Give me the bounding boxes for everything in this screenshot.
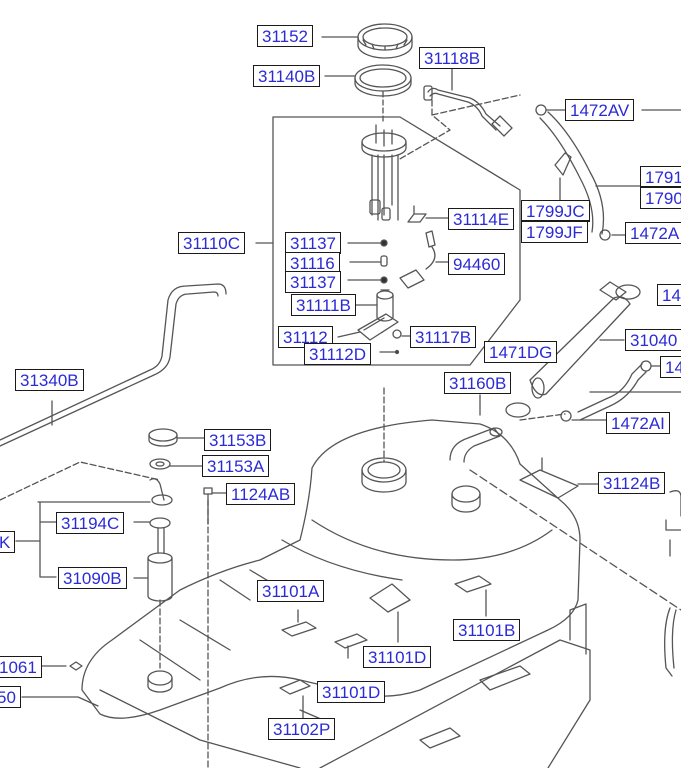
callout-k[interactable]: K (0, 531, 16, 553)
callout-31153a[interactable]: 31153A (202, 455, 270, 477)
callout-1472a[interactable]: 1472A (625, 222, 681, 244)
callout-1790[interactable]: 1790 (640, 187, 681, 209)
callout-31110c[interactable]: 31110C (178, 232, 246, 254)
pad-icon (454, 575, 492, 593)
callout-31101a[interactable]: 31101A (257, 580, 325, 602)
callout-94460[interactable]: 94460 (448, 253, 506, 275)
callout-31118b[interactable]: 31118B (419, 47, 486, 69)
bolt-icon (203, 487, 213, 525)
callout-31040[interactable]: 31040 (625, 329, 681, 351)
callout-1061[interactable]: 1061 (0, 656, 42, 678)
callout-31194c[interactable]: 31194C (56, 512, 125, 534)
callout-1472ai[interactable]: 1472AI (606, 412, 670, 434)
vent-tube-icon (0, 283, 227, 447)
pad-icon (369, 583, 411, 613)
grommet-icon (69, 661, 83, 671)
fuel-tank-icon (81, 419, 581, 768)
callout-31137-top[interactable]: 31137 (285, 232, 342, 254)
pad-icon (281, 621, 317, 637)
callout-31153b[interactable]: 31153B (204, 429, 272, 451)
callout-14-top[interactable]: 14 (657, 284, 681, 306)
callout-31101d-lower[interactable]: 31101D (317, 681, 386, 703)
callout-1799jf[interactable]: 1799JF (521, 221, 588, 243)
callout-31140b[interactable]: 31140B (253, 65, 321, 87)
callout-31111b[interactable]: 31111B (291, 294, 356, 316)
callout-31137-bottom[interactable]: 31137 (285, 271, 342, 293)
callout-31112d[interactable]: 31112D (304, 343, 372, 365)
lock-ring-icon (357, 23, 413, 59)
callout-1791[interactable]: 1791 (640, 166, 681, 188)
callout-14-middle[interactable]: 14 (660, 356, 681, 378)
callout-1799jc[interactable]: 1799JC (521, 200, 590, 222)
callout-31124b[interactable]: 31124B (598, 472, 666, 494)
callout-31340b[interactable]: 31340B (15, 369, 84, 391)
callout-31160b[interactable]: 31160B (444, 372, 512, 394)
breather-pipe-icon (560, 360, 652, 422)
strainer-icon (357, 313, 399, 341)
fuel-filter-icon (147, 478, 173, 602)
fuel-pump-module-icon (361, 124, 407, 221)
callout-31101b[interactable]: 31101B (453, 619, 521, 641)
callout-31102p[interactable]: 31102P (268, 718, 336, 740)
gasket-small-icon (149, 458, 171, 470)
bracket-icon (519, 457, 579, 499)
pad-icon (334, 633, 368, 649)
fuel-sender-icon (399, 230, 436, 289)
fuel-line-icon (423, 85, 513, 137)
callout-1471dg[interactable]: 1471DG (484, 341, 558, 363)
callout-50[interactable]: 50 (0, 686, 21, 708)
callout-1124ab[interactable]: 1124AB (226, 483, 296, 505)
lock-ring-small-icon (148, 428, 178, 447)
fuel-pump-motor-icon (376, 289, 394, 322)
callout-31117b[interactable]: 31117B (410, 326, 477, 348)
vent-hose-icon (535, 104, 611, 241)
callout-31101d-upper[interactable]: 31101D (363, 646, 432, 668)
skid-plate-icon (319, 603, 591, 768)
filler-hose-icon (529, 281, 641, 399)
callout-31152[interactable]: 31152 (257, 25, 314, 47)
callout-1472av[interactable]: 1472AV (565, 99, 635, 121)
pad-icon (279, 679, 311, 695)
callout-31114e[interactable]: 31114E (448, 208, 515, 230)
callout-31090b[interactable]: 31090B (58, 567, 127, 589)
